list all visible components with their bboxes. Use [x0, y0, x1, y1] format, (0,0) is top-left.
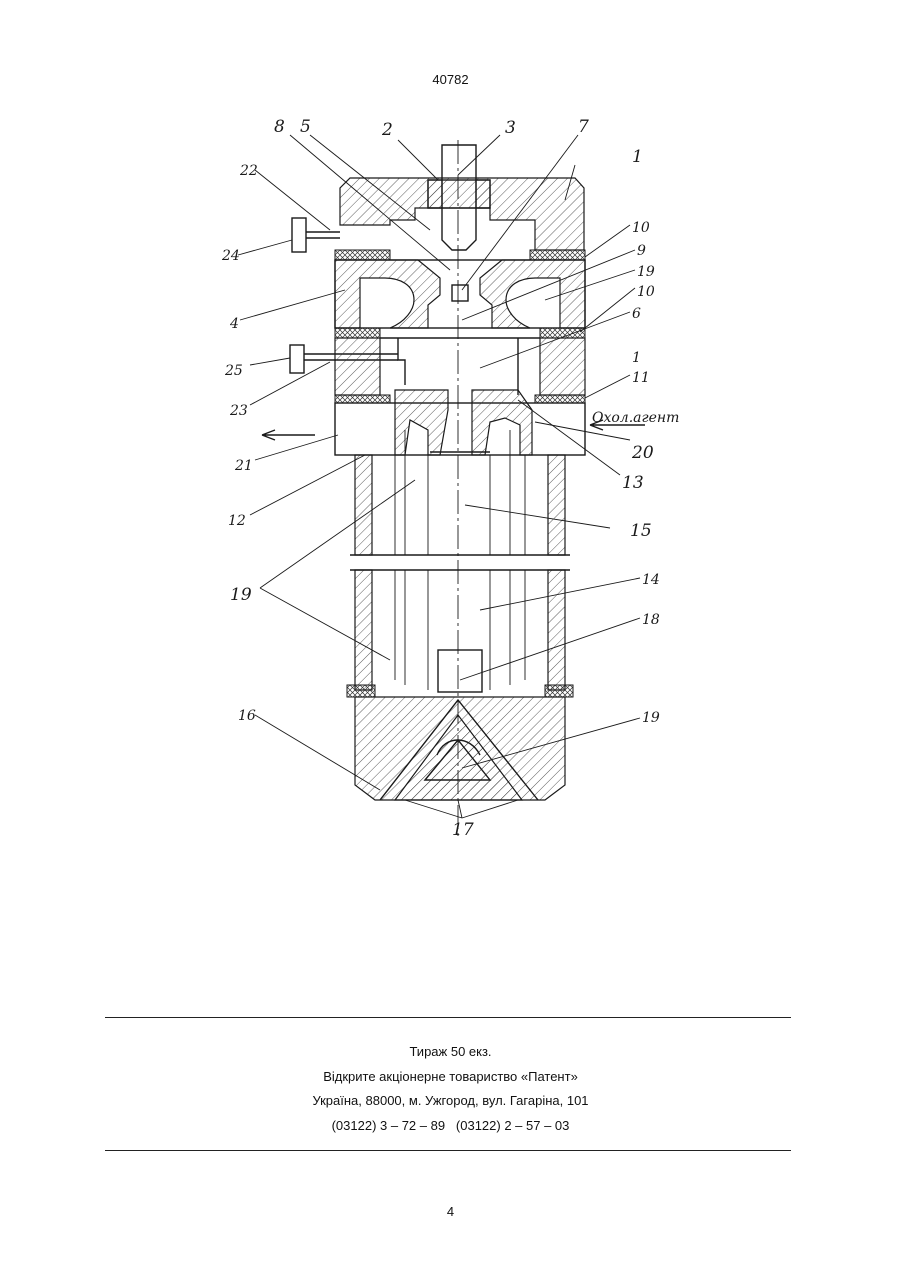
gasket-mid-left — [335, 328, 380, 338]
middle-section — [335, 338, 585, 395]
gasket-mid-right — [540, 328, 585, 338]
gasket-upper-right — [530, 250, 585, 260]
label-22: 22 — [239, 163, 258, 179]
label-1a: 1 — [632, 147, 643, 167]
label-4: 4 — [229, 316, 239, 332]
label-6: 6 — [632, 306, 641, 322]
gasket-lower-right — [545, 685, 573, 697]
technical-drawing: 1 2 3 7 8 5 22 24 4 10 9 19 10 6 11 1 Ох… — [200, 100, 705, 845]
label-5: 5 — [300, 117, 311, 137]
label-18: 18 — [642, 612, 660, 628]
label-3: 3 — [505, 118, 516, 138]
drawing-svg: 1 2 3 7 8 5 22 24 4 10 9 19 10 6 11 1 Ох… — [200, 100, 705, 845]
divider-bottom — [105, 1150, 791, 1151]
page-number: 4 — [0, 1204, 901, 1219]
label-10b: 10 — [637, 284, 655, 300]
label-13: 13 — [622, 473, 644, 493]
label-24: 24 — [221, 248, 240, 264]
label-19c: 19 — [642, 710, 660, 726]
label-17: 17 — [452, 820, 474, 840]
imprint-circulation: Тираж 50 екз. — [0, 1040, 901, 1065]
document-number: 40782 — [0, 72, 901, 87]
top-head — [340, 145, 584, 250]
label-12: 12 — [228, 513, 246, 529]
label-25: 25 — [224, 363, 243, 379]
label-8: 8 — [274, 117, 285, 137]
imprint-block: Тираж 50 екз. Відкрите акціонерне товари… — [0, 1040, 901, 1138]
swirl-section — [335, 260, 585, 328]
label-14: 14 — [642, 572, 660, 588]
gasket-lower-left — [347, 685, 375, 697]
label-16: 16 — [238, 708, 256, 724]
divider-top — [105, 1017, 791, 1018]
label-19b: 19 — [230, 585, 252, 605]
label-7: 7 — [578, 117, 589, 137]
label-11: 11 — [632, 370, 650, 386]
label-9: 9 — [637, 243, 646, 259]
label-23: 23 — [229, 403, 248, 419]
nozzle-18 — [438, 650, 482, 692]
fitting-24 — [292, 218, 306, 252]
fitting-25 — [290, 345, 304, 373]
label-15: 15 — [630, 521, 652, 541]
label-1b: 1 — [632, 350, 641, 366]
imprint-address: Україна, 88000, м. Ужгород, вул. Гагарін… — [0, 1089, 901, 1114]
label-20: 20 — [631, 443, 654, 463]
label-19a: 19 — [637, 264, 655, 280]
gasket-upper-left — [335, 250, 390, 260]
coolant-label: Охол.агент — [592, 410, 679, 426]
gasket-11-left — [335, 395, 390, 403]
imprint-publisher: Відкрите акціонерне товариство «Патент» — [0, 1065, 901, 1090]
nozzle-tip — [355, 697, 565, 800]
imprint-phones: (03122) 3 – 72 – 89 (03122) 2 – 57 – 03 — [0, 1114, 901, 1139]
gasket-11-right — [535, 395, 585, 403]
label-10a: 10 — [632, 220, 650, 236]
label-21: 21 — [234, 458, 253, 474]
outflow-arrow — [262, 430, 315, 440]
label-2: 2 — [381, 120, 393, 140]
